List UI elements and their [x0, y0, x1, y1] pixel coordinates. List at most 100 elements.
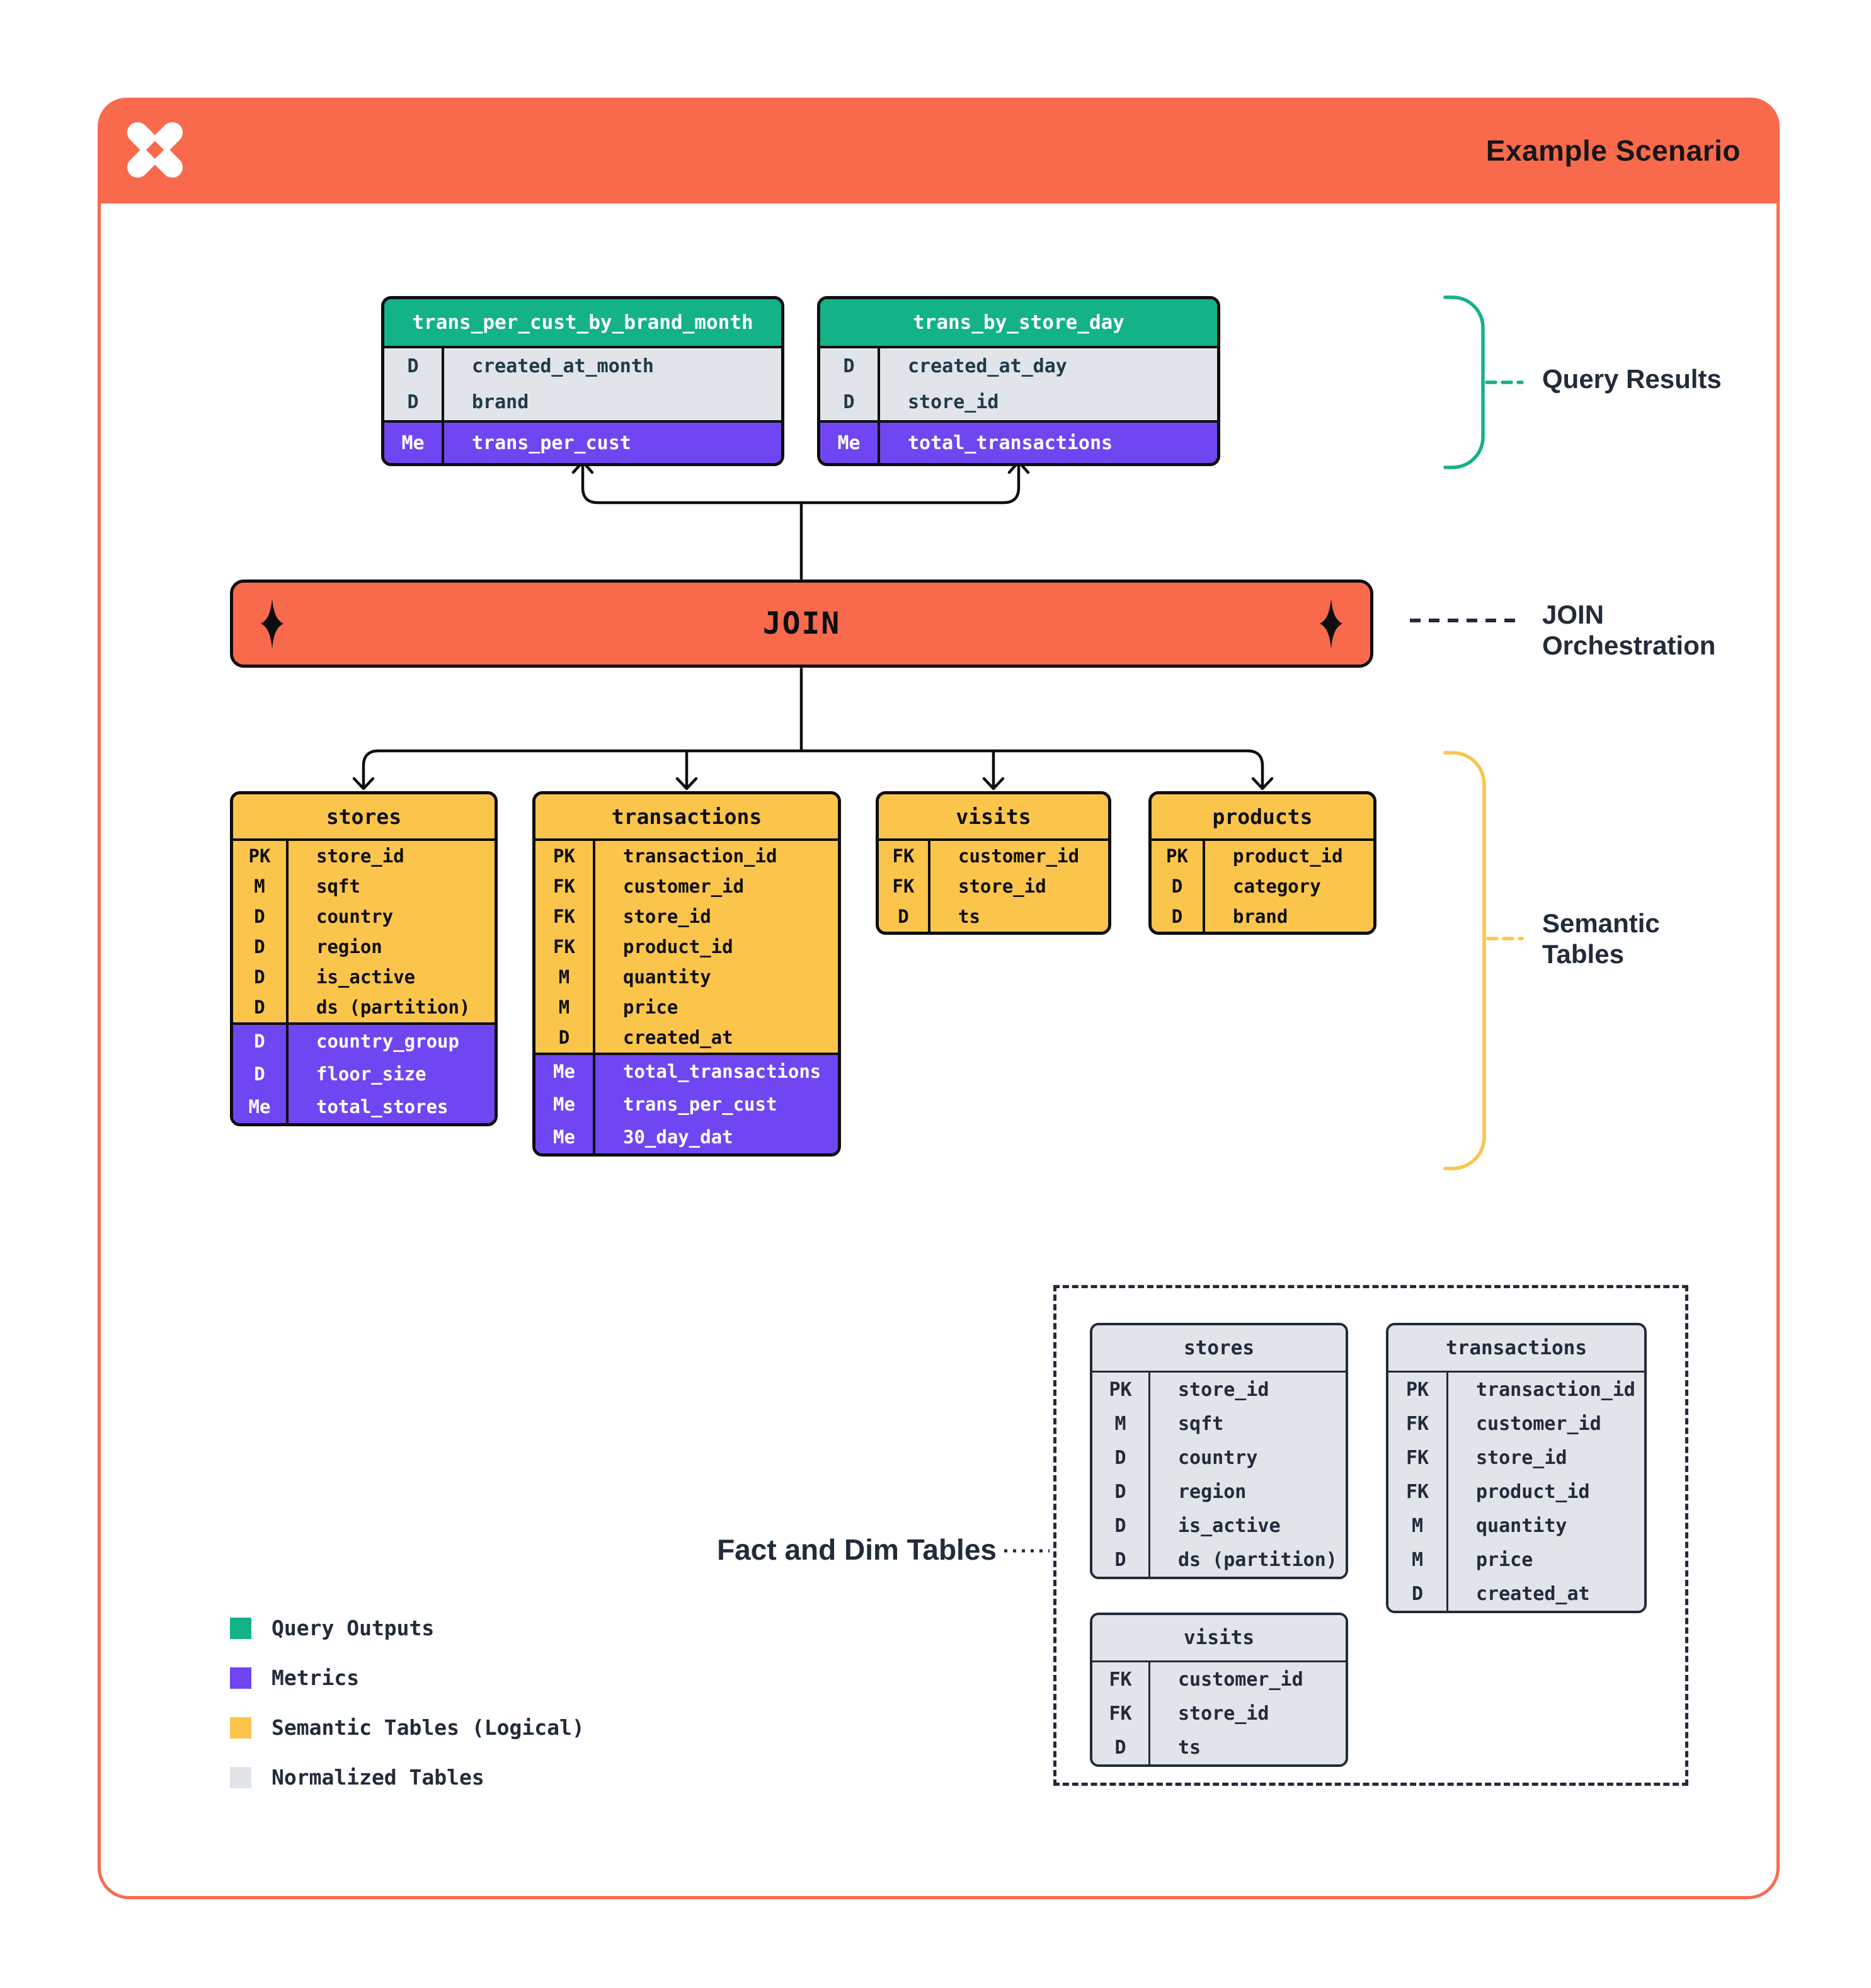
column-key: Me — [820, 423, 880, 463]
column-key: FK — [1092, 1696, 1150, 1730]
table-section-metrics: Me total_transactions — [820, 420, 1217, 463]
column-key: FK — [535, 932, 595, 962]
table-title: products — [1152, 794, 1373, 841]
column-key: D — [820, 384, 880, 420]
column-key: D — [233, 992, 289, 1022]
column-name: created_at — [1476, 1582, 1590, 1605]
column-name: store_id — [316, 845, 404, 867]
legend-swatch — [230, 1667, 251, 1689]
column-key: M — [535, 962, 595, 992]
column-name: product_id — [623, 936, 733, 957]
table-title: stores — [1092, 1325, 1346, 1373]
legend-label: Query Outputs — [272, 1616, 435, 1640]
column-key: D — [1092, 1441, 1150, 1475]
column-key: FK — [535, 901, 595, 932]
column-name: total_stores — [316, 1096, 449, 1117]
column-name: store_id — [1476, 1446, 1567, 1469]
column-name: transaction_id — [1476, 1378, 1635, 1401]
column-name: is_active — [1178, 1514, 1281, 1537]
column-key: Me — [535, 1121, 595, 1153]
column-name: country — [1178, 1446, 1258, 1469]
join-label: JOIN — [762, 606, 841, 641]
column-key: PK — [233, 841, 289, 871]
legend-item: Normalized Tables — [230, 1752, 585, 1802]
column-key: D — [233, 1025, 289, 1058]
dbt-logo-icon — [127, 122, 183, 178]
column-key: D — [820, 348, 880, 384]
column-key: PK — [1152, 841, 1205, 871]
legend-item: Query Outputs — [230, 1603, 585, 1653]
semantic-tables-label: Semantic Tables — [1542, 908, 1660, 969]
table-row: PK store_id — [233, 841, 495, 871]
column-key: FK — [1388, 1475, 1448, 1509]
column-name: price — [1476, 1548, 1533, 1571]
table-title: stores — [233, 794, 495, 841]
column-name: total_transactions — [908, 431, 1113, 454]
column-key: D — [233, 901, 289, 932]
column-key: D — [1092, 1509, 1150, 1543]
column-key: D — [384, 384, 444, 420]
column-name: brand — [472, 391, 529, 413]
column-name: brand — [1233, 906, 1288, 927]
header-bar: Example Scenario — [98, 98, 1780, 203]
legend-swatch — [230, 1617, 251, 1639]
column-name: created_at — [623, 1027, 733, 1048]
column-key: FK — [879, 841, 930, 871]
column-key: D — [1092, 1543, 1150, 1577]
table-title: trans_per_cust_by_brand_month — [384, 299, 781, 348]
legend-label: Semantic Tables (Logical) — [272, 1715, 585, 1740]
column-name: region — [1178, 1480, 1247, 1503]
column-key: M — [1092, 1407, 1150, 1441]
column-key: FK — [1388, 1407, 1448, 1441]
legend-swatch — [230, 1766, 251, 1788]
column-key: D — [1152, 901, 1205, 932]
column-key: Me — [535, 1088, 595, 1121]
table-title: transactions — [535, 794, 838, 841]
column-name: is_active — [316, 966, 416, 988]
column-key: M — [1388, 1509, 1448, 1543]
column-name: store_id — [958, 876, 1046, 897]
table-row: FK customer_id — [879, 841, 1108, 871]
column-key: Me — [535, 1055, 595, 1088]
table-title: visits — [879, 794, 1108, 841]
column-name: ds (partition) — [1178, 1548, 1337, 1571]
column-name: customer_id — [623, 876, 745, 897]
column-name: customer_id — [958, 845, 1080, 867]
join-bar: JOIN — [230, 580, 1373, 668]
column-name: ds (partition) — [316, 997, 471, 1018]
column-key: M — [233, 871, 289, 901]
column-name: floor_size — [316, 1063, 426, 1085]
column-name: sqft — [316, 876, 360, 897]
column-name: trans_per_cust — [472, 431, 631, 454]
column-name: total_transactions — [623, 1061, 821, 1082]
join-orchestration-label: JOIN Orchestration — [1542, 600, 1716, 660]
